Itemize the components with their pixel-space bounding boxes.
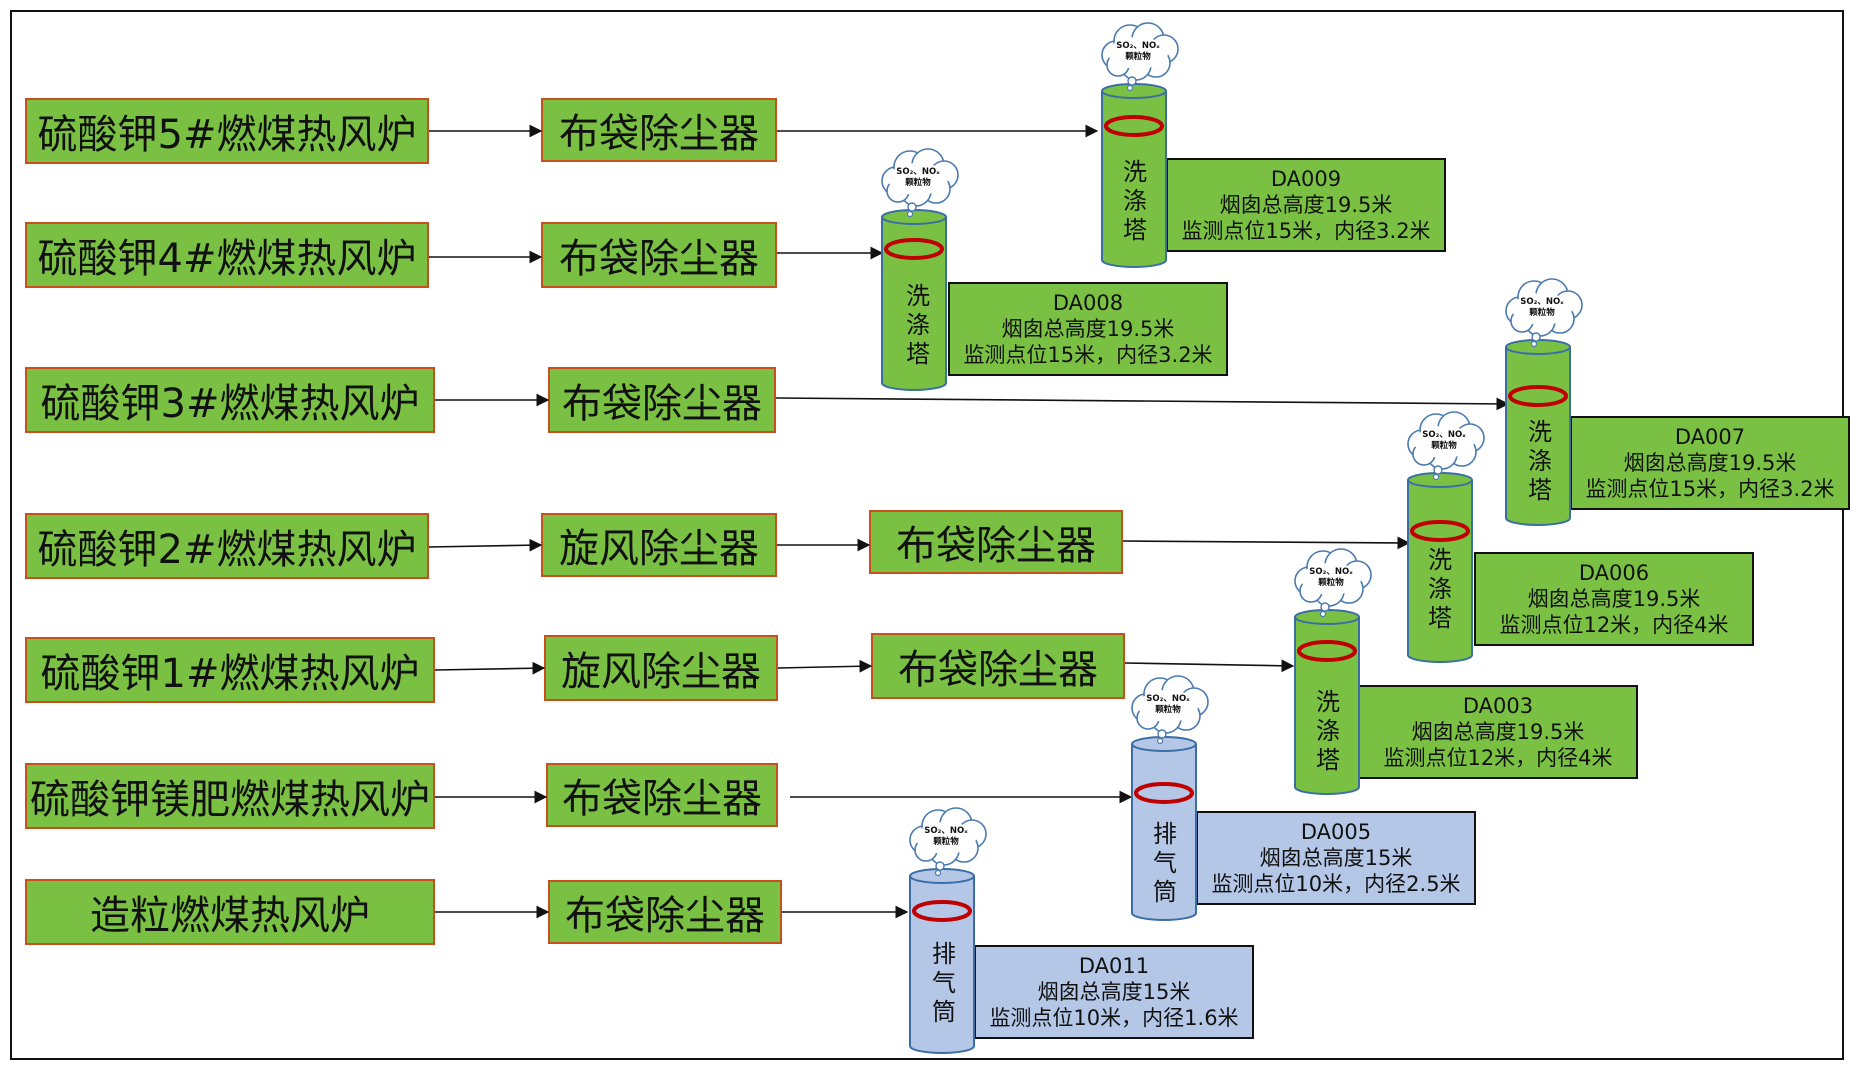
info-monitor: 监测点位10米，内径2.5米 <box>1211 872 1461 896</box>
stage-box-5-bag: 布袋除尘器 <box>541 98 777 162</box>
info-monitor: 监测点位15米，内径3.2米 <box>1181 219 1431 243</box>
cloud-particulate-text: 颗粒物 <box>905 178 931 188</box>
info-monitor: 监测点位12米，内径4米 <box>1383 746 1613 770</box>
info-height: 烟囱总高度19.5米 <box>1219 193 1393 217</box>
source-box-granulation: 造粒燃煤热风炉 <box>25 879 435 945</box>
cloud-pollutant-text: SO₂、NOₓ <box>1422 430 1466 440</box>
cloud-particulate-text: 颗粒物 <box>1155 705 1181 715</box>
cloud-particulate-text: 颗粒物 <box>1318 578 1344 588</box>
cloud-particulate-text: 颗粒物 <box>933 837 959 847</box>
source-box-4: 硫酸钾4#燃煤热风炉 <box>25 222 429 288</box>
stage-box-2-cyclone: 旋风除尘器 <box>541 513 777 577</box>
info-monitor: 监测点位12米，内径4米 <box>1499 613 1729 637</box>
tower-label-da006: 洗涤塔 <box>1428 546 1452 632</box>
cloud-particulate-text: 颗粒物 <box>1431 441 1457 451</box>
info-height: 烟囱总高度15米 <box>1037 980 1191 1004</box>
info-box-da008: DA008 烟囱总高度19.5米 监测点位15米，内径3.2米 <box>948 282 1228 376</box>
info-monitor: 监测点位10米，内径1.6米 <box>989 1006 1239 1030</box>
cloud-pollutant-text: SO₂、NOₓ <box>1116 41 1160 51</box>
stage-box-4-bag: 布袋除尘器 <box>541 222 777 288</box>
cloud-particulate-text: 颗粒物 <box>1529 308 1555 318</box>
cloud-pollutant-text: SO₂、NOₓ <box>1520 297 1564 307</box>
cloud-pollutant-text: SO₂、NOₓ <box>896 167 940 177</box>
stage-box-2-bag: 布袋除尘器 <box>869 510 1123 574</box>
tower-label-da009: 洗涤塔 <box>1123 158 1147 244</box>
info-monitor: 监测点位15米，内径3.2米 <box>963 343 1213 367</box>
info-box-da007: DA007 烟囱总高度19.5米 监测点位15米，内径3.2米 <box>1570 416 1850 510</box>
info-id: DA009 <box>1270 167 1342 191</box>
cloud-pollutant-text: SO₂、NOₓ <box>1146 694 1190 704</box>
info-height: 烟囱总高度19.5米 <box>1001 317 1175 341</box>
source-box-2: 硫酸钾2#燃煤热风炉 <box>25 513 429 579</box>
tower-label-da008: 洗涤塔 <box>906 282 930 368</box>
info-id: DA003 <box>1462 694 1534 718</box>
info-monitor: 监测点位15米，内径3.2米 <box>1585 477 1835 501</box>
info-box-da003: DA003 烟囱总高度19.5米 监测点位12米，内径4米 <box>1358 685 1638 779</box>
info-id: DA008 <box>1052 291 1124 315</box>
info-id: DA006 <box>1578 561 1650 585</box>
info-height: 烟囱总高度19.5米 <box>1411 720 1585 744</box>
info-height: 烟囱总高度19.5米 <box>1623 451 1797 475</box>
info-box-da005: DA005 烟囱总高度15米 监测点位10米，内径2.5米 <box>1196 811 1476 905</box>
tower-label-da003: 洗涤塔 <box>1316 688 1340 774</box>
info-id: DA005 <box>1300 820 1372 844</box>
stage-box-3-bag: 布袋除尘器 <box>548 367 776 433</box>
source-box-1: 硫酸钾1#燃煤热风炉 <box>25 637 435 703</box>
info-box-da011: DA011 烟囱总高度15米 监测点位10米，内径1.6米 <box>974 945 1254 1039</box>
tower-label-da011: 排气筒 <box>932 940 956 1026</box>
source-box-5: 硫酸钾5#燃煤热风炉 <box>25 98 429 164</box>
stage-box-granulation-bag: 布袋除尘器 <box>548 880 782 944</box>
cloud-pollutant-text: SO₂、NOₓ <box>924 826 968 836</box>
source-box-kmg: 硫酸钾镁肥燃煤热风炉 <box>25 763 435 829</box>
cloud-particulate-text: 颗粒物 <box>1125 52 1151 62</box>
stage-box-1-bag: 布袋除尘器 <box>871 633 1125 699</box>
info-height: 烟囱总高度15米 <box>1259 846 1413 870</box>
info-id: DA007 <box>1674 425 1746 449</box>
info-box-da009: DA009 烟囱总高度19.5米 监测点位15米，内径3.2米 <box>1166 158 1446 252</box>
info-box-da006: DA006 烟囱总高度19.5米 监测点位12米，内径4米 <box>1474 552 1754 646</box>
info-id: DA011 <box>1078 954 1150 978</box>
source-box-3: 硫酸钾3#燃煤热风炉 <box>25 367 435 433</box>
stage-box-kmg-bag: 布袋除尘器 <box>546 763 778 827</box>
info-height: 烟囱总高度19.5米 <box>1527 587 1701 611</box>
stage-box-1-cyclone: 旋风除尘器 <box>544 635 778 701</box>
cloud-pollutant-text: SO₂、NOₓ <box>1309 567 1353 577</box>
tower-label-da007: 洗涤塔 <box>1528 418 1552 504</box>
tower-label-da005: 排气筒 <box>1153 820 1177 906</box>
